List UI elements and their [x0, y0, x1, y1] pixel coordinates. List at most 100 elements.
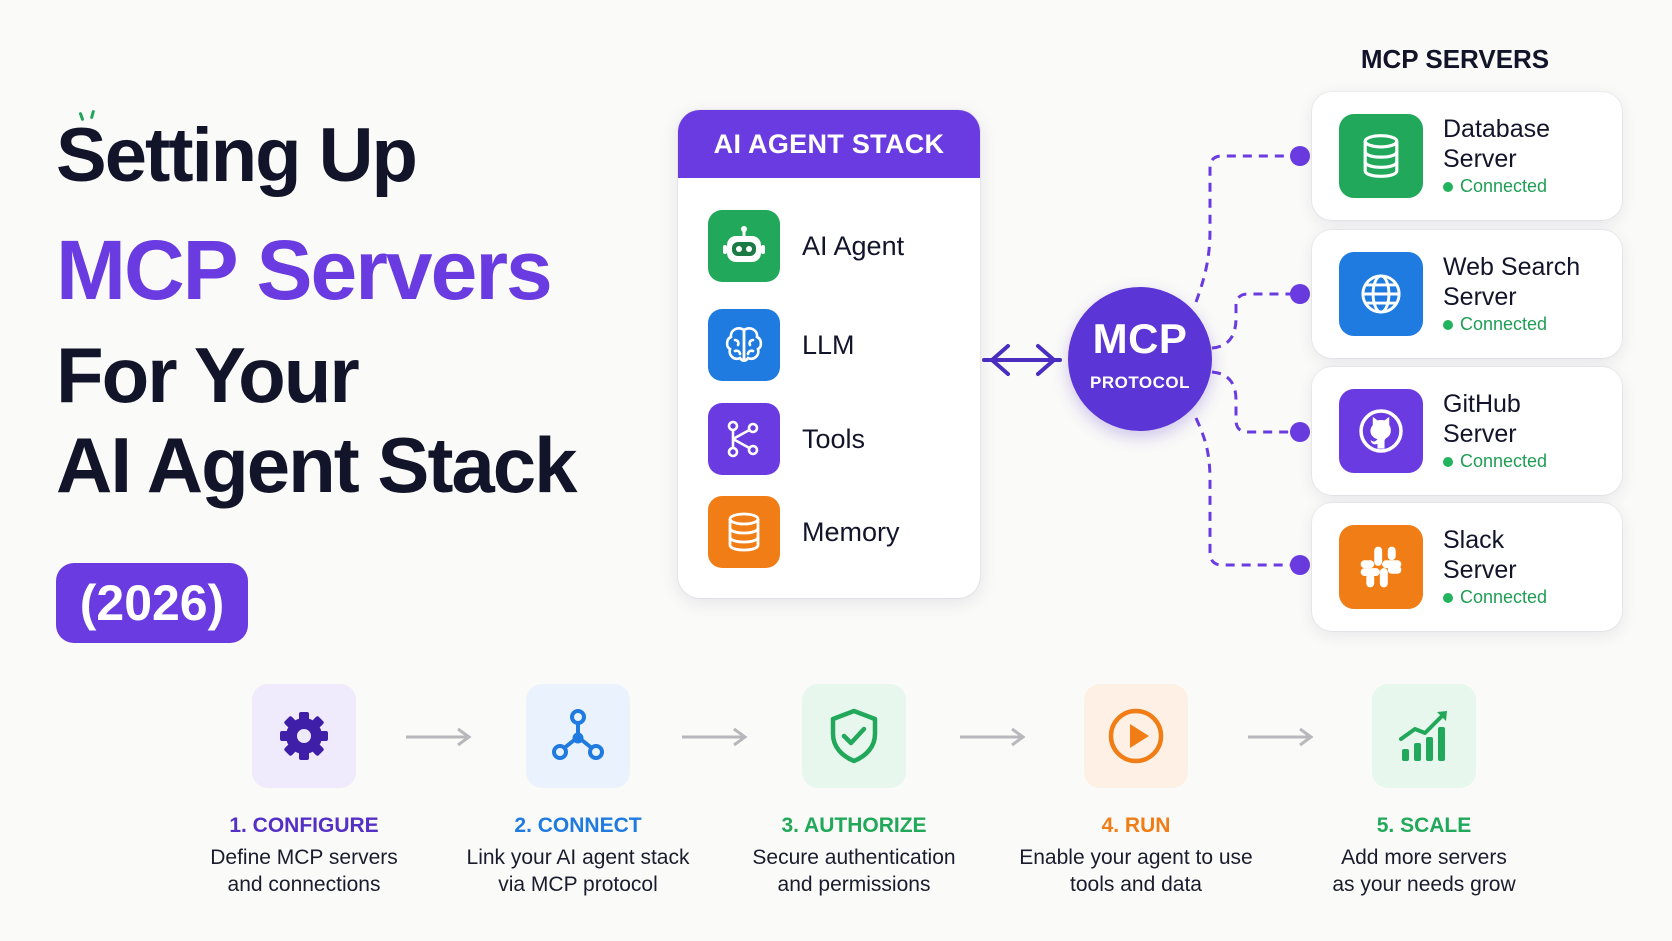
- step-description: Secure authentication and permissions: [724, 844, 984, 898]
- status-badge: Connected: [1443, 314, 1547, 335]
- endpoint-dot: [1290, 555, 1310, 575]
- status-text: Connected: [1460, 451, 1548, 471]
- step-description: Link your AI agent stack via MCP protoco…: [448, 844, 708, 898]
- step-authorize: 3. AUTHORIZE Secure authentication and p…: [724, 684, 984, 898]
- server-name: Database Server: [1443, 114, 1550, 174]
- server-name-line: Server: [1443, 420, 1517, 448]
- title-line-4: AI Agent Stack: [56, 421, 578, 509]
- network-icon: [526, 684, 630, 788]
- servers-title: MCP SERVERS: [1360, 44, 1550, 74]
- year-badge: (2026): [56, 563, 248, 643]
- stack-item-llm: LLM: [708, 309, 855, 381]
- step-configure: 1. CONFIGURE Define MCP servers and conn…: [174, 684, 434, 898]
- bidirectional-arrow: [982, 344, 1062, 376]
- protocol-label: PROTOCOL: [1089, 373, 1191, 392]
- arrow-right-icon: [960, 727, 1026, 747]
- endpoint-dot: [1290, 422, 1310, 442]
- stack-item-ai-agent: AI Agent: [708, 210, 904, 282]
- agent-stack-card: AI AGENT STACK AI Agent: [678, 110, 980, 598]
- stack-item-label: LLM: [802, 329, 855, 360]
- step-title: 2. CONNECT: [514, 814, 642, 837]
- title-line-1: Setting Up: [56, 113, 418, 198]
- status-dot: [1443, 456, 1453, 467]
- status-badge: Connected: [1443, 176, 1547, 197]
- server-name-line: Server: [1443, 283, 1517, 311]
- server-name-line: Server: [1443, 556, 1517, 584]
- tools-graph-icon: [708, 403, 780, 475]
- server-connectors: [1194, 154, 1298, 567]
- status-dot: [1443, 592, 1453, 603]
- server-name-line: Web Search: [1443, 253, 1581, 281]
- connector-database: [1194, 154, 1298, 303]
- arrow-right-icon: [1248, 727, 1314, 747]
- server-name-line: GitHub: [1443, 390, 1521, 418]
- step-description: Add more servers as your needs grow: [1294, 844, 1554, 898]
- stack-item-label: AI Agent: [802, 230, 905, 261]
- connector-websearch: [1211, 292, 1298, 350]
- growth-chart-icon: [1372, 684, 1476, 788]
- arrow-right-icon: [406, 727, 472, 747]
- step-desc-line: as your needs grow: [1332, 873, 1516, 896]
- server-name-line: Database: [1443, 115, 1551, 143]
- status-text: Connected: [1460, 314, 1548, 334]
- step-title: 3. AUTHORIZE: [781, 814, 927, 837]
- server-name: GitHub Server: [1443, 389, 1521, 449]
- stack-item-label: Memory: [802, 516, 900, 547]
- step-description: Enable your agent to use tools and data: [1006, 844, 1266, 898]
- step-desc-line: via MCP protocol: [498, 873, 658, 896]
- status-dot: [1443, 319, 1453, 330]
- connector-slack: [1194, 417, 1298, 567]
- step-description: Define MCP servers and connections: [174, 844, 434, 898]
- connector-endpoints: [1290, 146, 1310, 575]
- server-card-web-search: Web Search Server Connected: [1312, 230, 1622, 358]
- step-scale: 5. SCALE Add more servers as your needs …: [1294, 684, 1554, 898]
- brain-icon: [708, 309, 780, 381]
- slack-icon: [1339, 525, 1423, 609]
- step-desc-line: Define MCP servers: [210, 846, 398, 869]
- status-badge: Connected: [1443, 451, 1547, 472]
- database-icon: [708, 496, 780, 568]
- step-connect: 2. CONNECT Link your AI agent stack via …: [448, 684, 708, 898]
- mcp-label: MCP: [1092, 315, 1188, 362]
- arrow-right-icon: [682, 727, 748, 747]
- mcp-protocol-node: MCP PROTOCOL: [1068, 287, 1212, 431]
- status-dot: [1443, 181, 1453, 192]
- server-name: Slack Server: [1443, 525, 1517, 585]
- step-desc-line: and connections: [227, 873, 381, 896]
- step-title: 1. CONFIGURE: [229, 814, 379, 837]
- github-icon: [1339, 389, 1423, 473]
- server-name-line: Server: [1443, 145, 1517, 173]
- stack-item-label: Tools: [802, 423, 866, 454]
- status-text: Connected: [1460, 587, 1548, 607]
- server-name: Web Search Server: [1443, 252, 1580, 312]
- step-run: 4. RUN Enable your agent to use tools an…: [1006, 684, 1266, 898]
- server-card-database: Database Server Connected: [1312, 92, 1622, 220]
- robot-icon: [708, 210, 780, 282]
- server-card-slack: Slack Server Connected: [1312, 503, 1622, 631]
- status-text: Connected: [1460, 176, 1548, 196]
- endpoint-dot: [1290, 146, 1310, 166]
- database-icon: [1339, 114, 1423, 198]
- play-icon: [1084, 684, 1188, 788]
- agent-stack-header: AI AGENT STACK: [678, 110, 980, 178]
- title-line-3: For Your: [56, 331, 360, 419]
- step-desc-line: tools and data: [1070, 873, 1202, 896]
- shield-check-icon: [802, 684, 906, 788]
- stack-item-tools: Tools: [708, 403, 865, 475]
- server-name-line: Slack: [1443, 526, 1505, 554]
- step-desc-line: Enable your agent to use: [1019, 846, 1253, 869]
- step-desc-line: and permissions: [777, 873, 931, 896]
- connector-github: [1211, 370, 1298, 434]
- step-desc-line: Add more servers: [1341, 846, 1507, 869]
- globe-icon: [1339, 252, 1423, 336]
- stack-item-memory: Memory: [708, 496, 900, 568]
- step-desc-line: Link your AI agent stack: [466, 846, 690, 869]
- step-title: 5. SCALE: [1376, 814, 1472, 837]
- step-desc-line: Secure authentication: [752, 846, 956, 869]
- status-badge: Connected: [1443, 587, 1547, 608]
- step-title: 4. RUN: [1101, 814, 1171, 837]
- server-card-github: GitHub Server Connected: [1312, 367, 1622, 495]
- endpoint-dot: [1290, 284, 1310, 304]
- gear-icon: [252, 684, 356, 788]
